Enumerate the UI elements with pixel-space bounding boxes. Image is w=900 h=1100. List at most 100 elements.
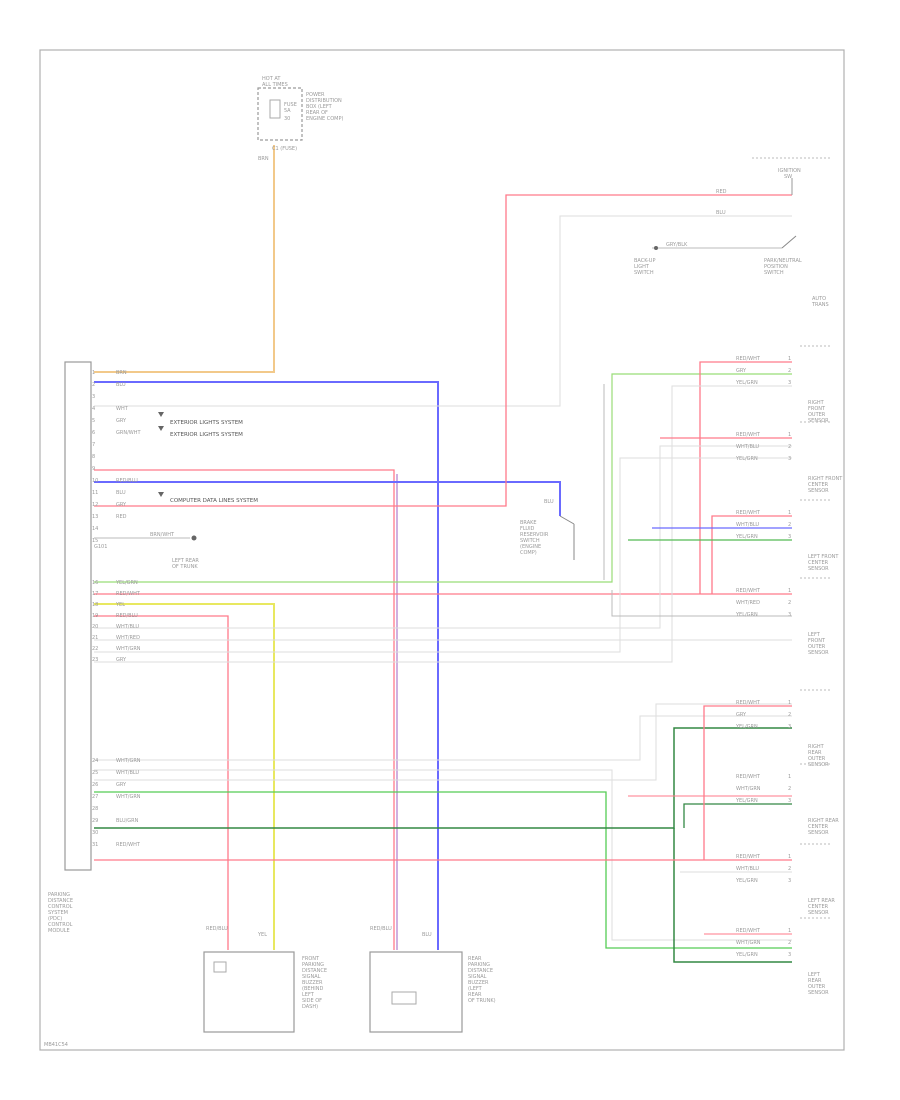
sensor-pin-number: 2: [788, 368, 791, 374]
sensor-name-line: REAR: [808, 750, 822, 756]
front-buzzer-text: FRONT: [302, 956, 320, 962]
ecu-pin-label: GRY: [116, 657, 127, 663]
sensor-wire-label: RED/WHT: [736, 854, 761, 860]
ecu-pin-number: 19: [92, 613, 98, 619]
ecu-pin-number: 31: [92, 842, 98, 848]
ecu-pin-label: GRY: [116, 502, 127, 508]
sensor-pin-number: 3: [788, 456, 791, 462]
sensor-wire-label: YEL/GRN: [735, 380, 758, 386]
switch-area: IGNITION SW RED BLU GRY/BLK BACK-UP LIGH…: [634, 157, 832, 308]
ecu-pin-label: RED: [116, 514, 127, 520]
ecu-pin-number: 3: [92, 394, 95, 400]
sensor-pin-number: 3: [788, 724, 791, 730]
wire-blu-rear: [94, 381, 439, 950]
ecu-pin-number: 28: [92, 806, 98, 812]
fuse-num: 30: [284, 116, 290, 122]
wire-lower-whtgrn: [94, 715, 792, 761]
wire-red-ign: [94, 194, 792, 507]
ecu-pin-label: RED/BLU: [116, 478, 138, 484]
fuse-desc-line: DISTRIBUTION: [306, 98, 342, 104]
system-references: EXTERIOR LIGHTS SYSTEM EXTERIOR LIGHTS S…: [158, 412, 258, 504]
sensor-name-line: OUTER: [808, 412, 826, 418]
ecu-pin-number: 6: [92, 430, 95, 436]
brake-switch-text: COMP): [520, 550, 537, 556]
park-text-2: POSITION: [764, 264, 788, 270]
sensor-pin-number: 1: [788, 432, 791, 438]
ecu-pin-number: 12: [92, 502, 98, 508]
fuse-wire: BRN: [258, 156, 269, 162]
ecu-pin-number: 30: [92, 830, 98, 836]
sensor-name-line: OUTER: [808, 644, 826, 650]
sensor-name-line: RIGHT: [808, 744, 825, 750]
rear-buzzer-wire-1: RED/BLU: [370, 926, 392, 932]
ecu-pin-label: YEL: [115, 602, 125, 608]
sensor-pin-number: 1: [788, 928, 791, 934]
sensor-wire-label: RED/WHT: [736, 432, 761, 438]
sensor-pin-number: 2: [788, 522, 791, 528]
ecu-pin-label: BRN: [116, 370, 127, 376]
ecu-pin-number: 27: [92, 794, 98, 800]
ecu-pin-label: WHT/RED: [116, 635, 140, 641]
brake-switch-text: SWITCH: [520, 538, 540, 544]
ecu-pin-label: WHT/GRN: [116, 646, 141, 652]
sensor-name-line: LEFT FRONT: [808, 554, 839, 560]
ecu-pin-label: BLU/GRN: [116, 818, 139, 824]
sensor-wire-label: YEL/GRN: [735, 952, 758, 958]
rear-buzzer-text: REAR: [468, 992, 482, 998]
wire-redwht-riser: [699, 361, 792, 594]
wire-redblu: [94, 469, 395, 950]
park-switch-blade: [781, 235, 797, 249]
sensor-pin-number: 2: [788, 600, 791, 606]
backup-text-2: LIGHT: [634, 264, 650, 270]
sensor-name-line: RIGHT FRONT: [808, 476, 843, 482]
rear-buzzer-text: OF TRUNK): [468, 998, 496, 1004]
ecu-pin-label: GRN/WHT: [116, 430, 141, 436]
ecu-pin-label: WHT/BLU: [116, 770, 139, 776]
ecu-pin-number: 29: [92, 818, 98, 824]
front-buzzer: RED/BLU YEL FRONTPARKINGDISTANCESIGNALBU…: [203, 926, 327, 1033]
fuse-label: FUSE: [284, 102, 297, 108]
sensor-wire-label: WHT/BLU: [736, 522, 759, 528]
sensor-name-line: SENSOR: [808, 566, 829, 572]
ecu-pin-label: GRY: [116, 782, 127, 788]
footer-code: MB41C54: [44, 1042, 68, 1048]
ecu-pin-number: 22: [92, 646, 98, 652]
sensor-pin-number: 1: [788, 854, 791, 860]
sensor-pin-number: 1: [788, 356, 791, 362]
sensor-pin-number: 3: [788, 534, 791, 540]
wire-yelgrn: [94, 373, 792, 583]
brake-switch-text: (ENGINE: [520, 544, 541, 550]
ecu-pin-number: 21: [92, 635, 98, 641]
ecu-pin-number: 16: [92, 580, 98, 586]
wire-lower-gry: [94, 703, 792, 781]
wire-lower-blugrn3: [683, 803, 792, 828]
ecu-pin-number: 14: [92, 526, 98, 532]
brake-wire-label: BLU: [544, 499, 554, 505]
brake-switch-blade: [559, 515, 575, 525]
sensor-name-line: RIGHT REAR: [808, 818, 839, 824]
brake-switch-text: RESERVOIR: [520, 532, 549, 538]
ecu-pin-number: 25: [92, 770, 98, 776]
ref-arrow-2: [158, 426, 164, 431]
ref-text-1: EXTERIOR LIGHTS SYSTEM: [170, 420, 243, 426]
wire-front-tie1: [611, 590, 792, 617]
wire-redblu-front: [94, 615, 229, 950]
sensor-name-line: SENSOR: [808, 990, 829, 996]
wire-lower-grn: [94, 791, 792, 949]
ecu-pin-label: BLU: [116, 490, 126, 496]
diagram-frame: [39, 49, 845, 1051]
ecu-pin-number: 1: [92, 370, 95, 376]
sensor-pin-number: 2: [788, 940, 791, 946]
ref-arrow-1: [158, 412, 164, 417]
sensor-pin-number: 1: [788, 700, 791, 706]
rear-buzzer-text: REAR: [468, 956, 482, 962]
ecu-pin-number: 7: [92, 442, 95, 448]
ecu-pin-number: 20: [92, 624, 98, 630]
ref-text-3: COMPUTER DATA LINES SYSTEM: [170, 498, 258, 504]
ecu-pin-label: RED/WHT: [116, 842, 141, 848]
sensor-wire-label: RED/WHT: [736, 700, 761, 706]
sensor-wire-label: YEL/GRN: [735, 456, 758, 462]
sensor-pin-number: 2: [788, 786, 791, 792]
